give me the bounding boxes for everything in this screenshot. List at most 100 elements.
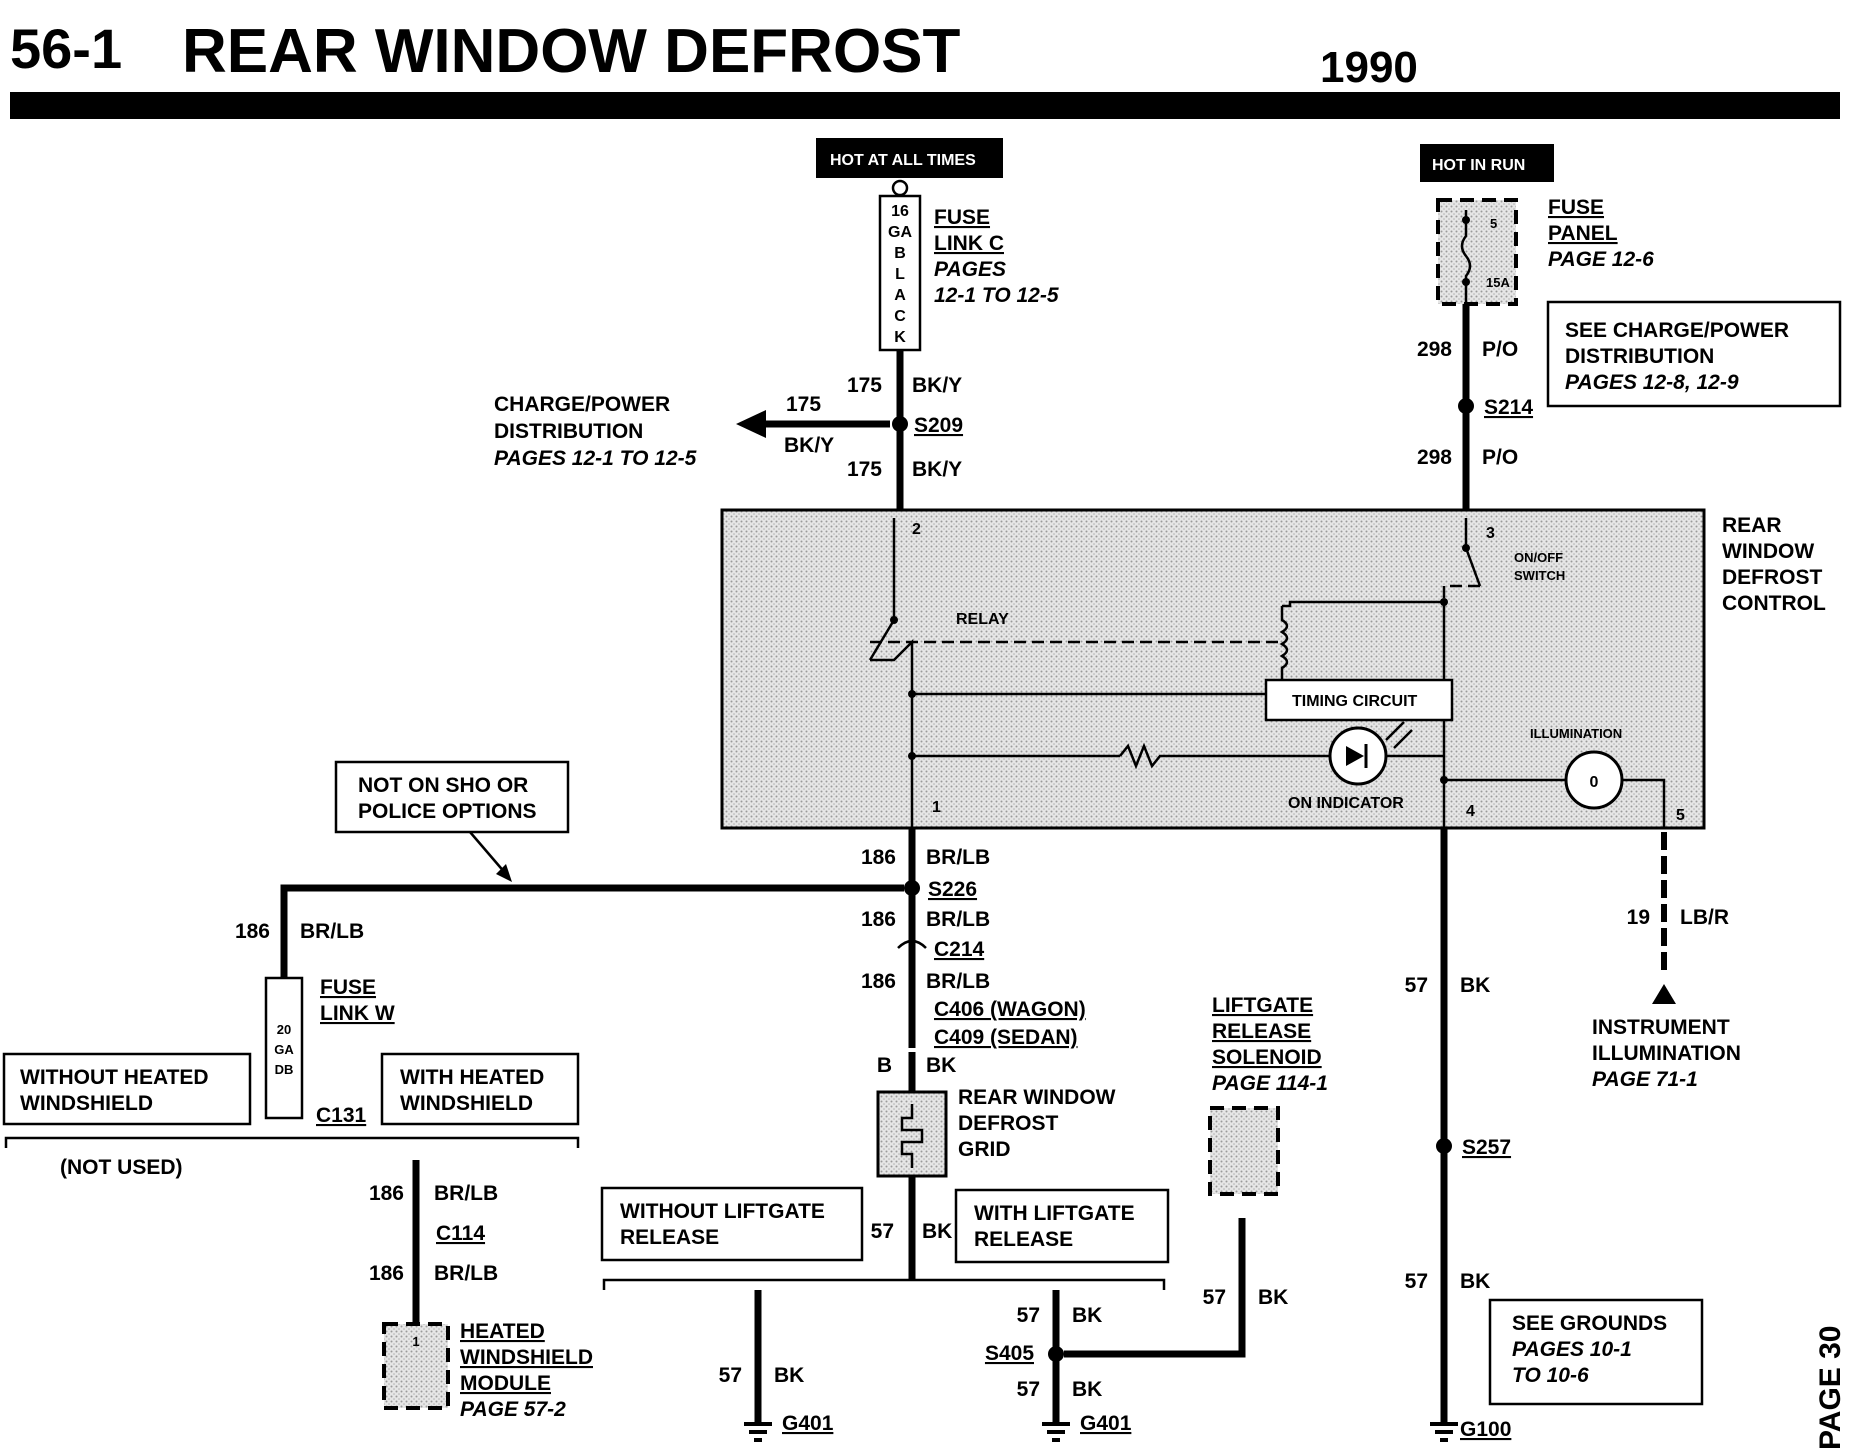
wire-57-g401-left-circuit: 57 bbox=[719, 1364, 742, 1387]
splice-s257-label: S257 bbox=[1462, 1136, 1511, 1159]
timing-circuit-box bbox=[1264, 678, 1454, 722]
wire-186-a-color: BR/LB bbox=[926, 846, 990, 869]
without-lg-box bbox=[600, 1186, 864, 1262]
splice-s209-dot bbox=[892, 416, 908, 432]
wire-186-c-color: BR/LB bbox=[926, 970, 990, 993]
switch-label2: SWITCH bbox=[1514, 568, 1565, 583]
not-on-sho-line1: NOT ON SHO OR bbox=[358, 774, 528, 797]
wire-57-liftgate-color: BK bbox=[1258, 1286, 1288, 1309]
see-grounds-line2: PAGES 10-1 bbox=[1512, 1338, 1632, 1361]
with-lg-box bbox=[954, 1188, 1170, 1264]
without-hw-box bbox=[2, 1052, 252, 1126]
liftgate-page: PAGE 114-1 bbox=[1212, 1072, 1328, 1095]
liftgate-solenoid-box bbox=[1208, 1106, 1280, 1196]
control-pin3: 3 bbox=[1486, 525, 1495, 542]
hw-module-line3: MODULE bbox=[460, 1372, 551, 1395]
fuse-link-w bbox=[264, 976, 304, 1120]
liftgate-line3: SOLENOID bbox=[1212, 1046, 1322, 1069]
control-pin2: 2 bbox=[912, 521, 921, 538]
control-pin1: 1 bbox=[932, 799, 941, 816]
illumination-label: ILLUMINATION bbox=[1530, 726, 1622, 741]
with-hw-line2: WINDSHIELD bbox=[400, 1092, 533, 1115]
wire-57-g401-left-color: BK bbox=[774, 1364, 804, 1387]
instrument-line2: ILLUMINATION bbox=[1592, 1042, 1741, 1065]
illumination-bulb-label: 0 bbox=[1590, 774, 1599, 791]
charge-dist-pages: PAGES 12-1 TO 12-5 bbox=[494, 447, 697, 470]
liftgate-line1: LIFTGATE bbox=[1212, 994, 1313, 1017]
connector-c409: C409 (SEDAN) bbox=[934, 1026, 1078, 1049]
splice-s226-dot bbox=[904, 880, 920, 896]
not-on-sho-line2: POLICE OPTIONS bbox=[358, 800, 537, 823]
splice-s226-label: S226 bbox=[928, 878, 977, 901]
switch-label1: ON/OFF bbox=[1514, 550, 1563, 565]
fuse-link-c-pages1: PAGES bbox=[934, 258, 1006, 281]
grid-line2: DEFROST bbox=[958, 1112, 1059, 1135]
fuse-link-w-spec: 20 GA DB bbox=[274, 1022, 294, 1077]
fuse-link-c-pages2: 12-1 TO 12-5 bbox=[934, 284, 1059, 307]
instrument-page: PAGE 71-1 bbox=[1592, 1068, 1698, 1091]
not-used-label: (NOT USED) bbox=[60, 1156, 183, 1179]
hot-at-all-times-badge bbox=[816, 138, 1003, 178]
page-title: REAR WINDOW DEFROST bbox=[182, 17, 961, 86]
hw-module-line2: WINDSHIELD bbox=[460, 1346, 593, 1369]
timing-circuit-label: TIMING CIRCUIT bbox=[1292, 693, 1418, 710]
wire-57-g100-b-circuit: 57 bbox=[1405, 1270, 1428, 1293]
wire-57-grid-color: BK bbox=[922, 1220, 952, 1243]
svg-text:B: B bbox=[894, 245, 906, 262]
on-indicator-label: ON INDICATOR bbox=[1288, 795, 1404, 812]
connector-c114: C114 bbox=[436, 1222, 485, 1245]
fuse-element bbox=[1460, 210, 1472, 304]
on-off-switch bbox=[1464, 547, 1482, 587]
see-charge-line2: DISTRIBUTION bbox=[1565, 345, 1714, 368]
wire-57-g100-a-circuit: 57 bbox=[1405, 974, 1428, 997]
wire-57-grid-circuit: 57 bbox=[871, 1220, 894, 1243]
wire-57-s405-upper-circuit: 57 bbox=[1017, 1304, 1040, 1327]
with-hw-line1: WITH HEATED bbox=[400, 1066, 544, 1089]
fuse-panel-box bbox=[1436, 198, 1518, 306]
control-title1: REAR bbox=[1722, 514, 1782, 537]
wire-57-liftgate bbox=[1064, 1218, 1246, 1358]
fuse-link-c-title1: FUSE bbox=[934, 206, 990, 229]
fuse-link-c bbox=[878, 194, 922, 352]
svg-text:20: 20 bbox=[277, 1022, 291, 1037]
see-grounds-line1: SEE GROUNDS bbox=[1512, 1312, 1667, 1335]
splice-s214-dot bbox=[1458, 398, 1474, 414]
without-lg-line2: RELEASE bbox=[620, 1226, 719, 1249]
hot-at-all-times-label: HOT AT ALL TIMES bbox=[830, 152, 976, 169]
fuse-link-c-spec: 16 GA B L A C K bbox=[888, 203, 912, 346]
ground-icon bbox=[1042, 1422, 1070, 1442]
svg-text:DB: DB bbox=[275, 1062, 294, 1077]
ground-icon bbox=[1430, 1422, 1458, 1442]
grid-line1: REAR WINDOW bbox=[958, 1086, 1116, 1109]
fuse-panel-title1: FUSE bbox=[1548, 196, 1604, 219]
wire-186-b-color: BR/LB bbox=[926, 908, 990, 931]
wire-298-lower-color: P/O bbox=[1482, 446, 1518, 469]
wire-186-c-circuit: 186 bbox=[861, 970, 896, 993]
fuse-panel-title2: PANEL bbox=[1548, 222, 1618, 245]
grid-element-icon bbox=[900, 1104, 924, 1168]
splice-s405-dot bbox=[1048, 1346, 1064, 1362]
charge-dist-line1: CHARGE/POWER bbox=[494, 393, 670, 416]
hot-in-run-label: HOT IN RUN bbox=[1432, 157, 1525, 174]
with-lg-line1: WITH LIFTGATE bbox=[974, 1202, 1135, 1225]
defrost-control-module bbox=[720, 508, 1706, 830]
wire-186-b-circuit: 186 bbox=[861, 908, 896, 931]
splice-s214-label: S214 bbox=[1484, 396, 1533, 419]
wire-186-left-color: BR/LB bbox=[300, 920, 364, 943]
fuse-panel-pin: 5 bbox=[1490, 216, 1497, 231]
wire-298-upper-color: P/O bbox=[1482, 338, 1518, 361]
grid-line3: GRID bbox=[958, 1138, 1011, 1161]
svg-text:A: A bbox=[894, 287, 906, 304]
svg-text:GA: GA bbox=[888, 224, 912, 241]
see-grounds-line3: TO 10-6 bbox=[1512, 1364, 1589, 1387]
header-rule bbox=[10, 92, 1840, 119]
wire-186-hw-b-circuit: 186 bbox=[369, 1262, 404, 1285]
svg-text:16: 16 bbox=[891, 203, 909, 220]
hw-module-page: PAGE 57-2 bbox=[460, 1398, 566, 1421]
connector-c131: C131 bbox=[316, 1104, 367, 1127]
wire-186-hw-a-color: BR/LB bbox=[434, 1182, 498, 1205]
fuse-link-w-title2: LINK W bbox=[320, 1002, 395, 1025]
wire-175-upper-circuit: 175 bbox=[847, 374, 882, 397]
wire-57-s405-lower-color: BK bbox=[1072, 1378, 1102, 1401]
